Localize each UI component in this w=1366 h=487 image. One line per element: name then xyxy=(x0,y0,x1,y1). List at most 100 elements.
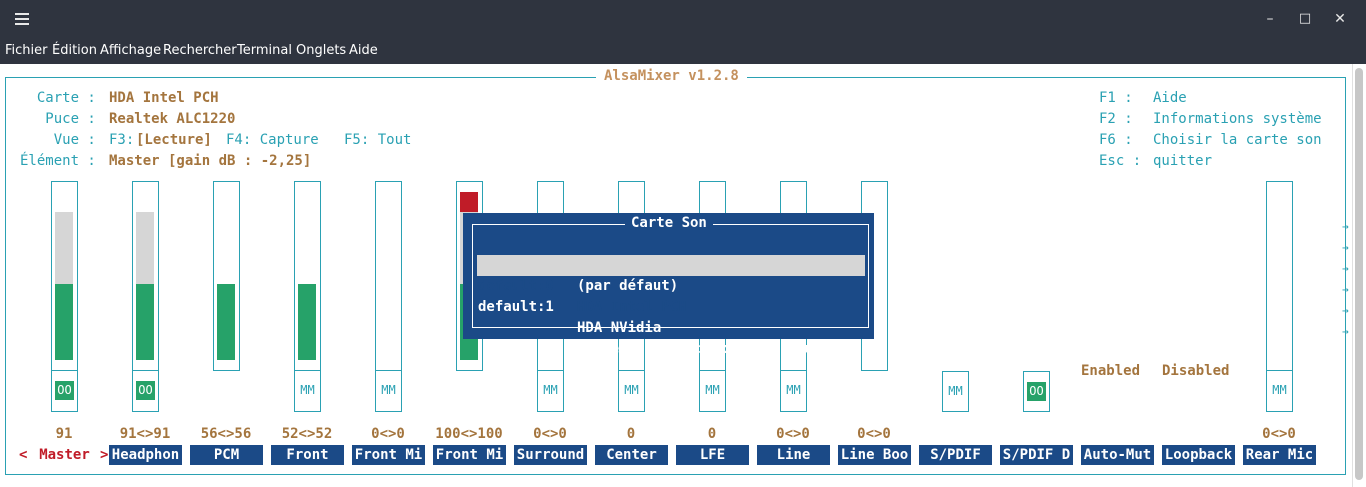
mute-switch[interactable]: MM xyxy=(942,371,969,412)
volume-bar[interactable] xyxy=(374,181,402,371)
mute-switch-state: MM xyxy=(786,383,801,397)
mute-switch[interactable]: MM xyxy=(1266,371,1293,412)
card-label: Carte : xyxy=(20,90,96,106)
enabled-label: Enabled xyxy=(1081,363,1141,379)
mute-switch[interactable]: MM xyxy=(294,371,321,412)
volume-value: 52<>52 xyxy=(281,426,333,442)
menu-onglets[interactable]: Onglets xyxy=(296,43,347,58)
control-label[interactable]: Line xyxy=(757,445,830,465)
control-label[interactable]: Surround xyxy=(514,445,587,465)
volume-bar[interactable] xyxy=(131,181,159,371)
volume-fill xyxy=(217,284,235,360)
volume-value: 100<>100 xyxy=(435,426,503,442)
volume-bar[interactable] xyxy=(212,181,240,371)
control-label[interactable]: Rear Mic xyxy=(1243,445,1316,465)
volume-value: 0 xyxy=(707,426,717,442)
view-others: F4: Capture F5: Tout xyxy=(226,132,412,148)
menu-terminal[interactable]: Terminal xyxy=(237,43,292,58)
mute-switch-state: MM xyxy=(624,383,639,397)
volume-value: 91<>91 xyxy=(119,426,171,442)
volume-fill-high xyxy=(136,212,154,284)
mute-switch[interactable]: MM xyxy=(618,371,645,412)
volume-value: 0<>0 xyxy=(533,426,567,442)
control-label[interactable]: Line Boo xyxy=(838,445,911,465)
control-label[interactable]: Master xyxy=(39,447,90,463)
mute-switch[interactable]: MM xyxy=(699,371,726,412)
volume-value: 91 xyxy=(55,426,73,442)
volume-fill xyxy=(55,284,73,360)
scrollbar-thumb[interactable] xyxy=(1355,68,1363,480)
card-option[interactable]: - (par défaut) xyxy=(477,234,865,294)
card-option-name: (par défaut) xyxy=(577,278,679,294)
chip-label: Puce : xyxy=(20,111,96,127)
volume-bar[interactable] xyxy=(1265,181,1293,371)
card-option-name: entrez le nom du périphérique... xyxy=(577,341,847,357)
control-label[interactable]: PCM xyxy=(190,445,263,465)
view-f3: F3: xyxy=(109,132,135,148)
scroll-right-arrow: → xyxy=(1342,241,1349,254)
control-label[interactable]: S/PDIF D xyxy=(1000,445,1073,465)
menu-rechercher[interactable]: Rechercher xyxy=(163,43,237,58)
view-label: Vue : xyxy=(20,132,96,148)
volume-value: 0<>0 xyxy=(1262,426,1296,442)
selection-left-marker: < xyxy=(19,447,28,463)
volume-fill-high xyxy=(55,212,73,284)
help-action: Choisir la carte son xyxy=(1153,132,1322,148)
card-option-custom[interactable]: entrez le nom du périphérique... xyxy=(477,297,865,357)
card-option-name: HDA NVidia xyxy=(577,320,662,336)
volume-fill xyxy=(136,284,154,360)
chip-value: Realtek ALC1220 xyxy=(109,111,236,127)
help-key: Esc : xyxy=(1099,153,1142,169)
maximize-icon[interactable]: □ xyxy=(1298,11,1312,26)
volume-value: 56<>56 xyxy=(200,426,252,442)
mute-switch-state: MM xyxy=(300,383,315,397)
element-value: Master [gain dB : -2,25] xyxy=(109,153,312,169)
mute-switch[interactable]: OO xyxy=(132,371,159,412)
card-option-selected[interactable]: default:0 HDA Intel PCH xyxy=(477,255,865,315)
mute-switch[interactable]: MM xyxy=(780,371,807,412)
menu-aide[interactable]: Aide xyxy=(349,43,378,58)
volume-bar[interactable] xyxy=(293,181,321,371)
card-value: HDA Intel PCH xyxy=(109,90,219,106)
control-label[interactable]: Auto-Mut xyxy=(1081,445,1154,465)
menu-affichage[interactable]: Affichage xyxy=(100,43,162,58)
menu-edition[interactable]: Édition xyxy=(52,43,97,58)
element-label: Élément : xyxy=(20,153,96,169)
close-icon[interactable]: ✕ xyxy=(1334,11,1346,27)
alsamixer-title: AlsaMixer v1.2.8 xyxy=(596,68,747,84)
control-label[interactable]: Front Mi xyxy=(352,445,425,465)
minimize-icon[interactable]: – xyxy=(1266,11,1274,27)
scroll-right-arrow: → xyxy=(1342,262,1349,275)
window-titlebar: – □ ✕ xyxy=(0,0,1366,38)
control-label[interactable]: Front xyxy=(271,445,344,465)
mute-switch[interactable]: OO xyxy=(1023,371,1050,412)
volume-value: 0<>0 xyxy=(857,426,891,442)
volume-value: 0<>0 xyxy=(776,426,810,442)
hamburger-icon[interactable] xyxy=(8,0,36,38)
control-label[interactable]: Center xyxy=(595,445,668,465)
mute-switch-state: OO xyxy=(55,381,74,400)
volume-bar[interactable] xyxy=(50,181,78,371)
mute-switch[interactable]: OO xyxy=(51,371,78,412)
card-option[interactable]: default:1 HDA NVidia xyxy=(477,276,865,336)
control-label[interactable]: S/PDIF xyxy=(919,445,992,465)
volume-value: 0<>0 xyxy=(371,426,405,442)
card-option-name: HDA Intel PCH xyxy=(577,299,687,315)
sound-card-dialog xyxy=(463,213,874,339)
control-label[interactable]: Headphon xyxy=(109,445,182,465)
help-key: F2 : xyxy=(1099,111,1133,127)
mute-switch[interactable]: MM xyxy=(537,371,564,412)
help-key: F1 : xyxy=(1099,90,1133,106)
sound-card-dialog-title: Carte Son xyxy=(625,213,713,234)
card-option-device: default:1 xyxy=(478,299,554,315)
menu-fichier[interactable]: Fichier xyxy=(5,43,48,58)
selection-right-marker: > xyxy=(100,447,109,463)
control-label[interactable]: Loopback xyxy=(1162,445,1235,465)
control-label[interactable]: LFE xyxy=(676,445,749,465)
mute-switch-state: OO xyxy=(136,381,155,400)
scroll-right-arrow: → xyxy=(1342,304,1349,317)
menubar: Fichier Édition Affichage Rechercher Ter… xyxy=(0,38,1366,64)
volume-fill-peak xyxy=(460,192,478,212)
mute-switch[interactable]: MM xyxy=(375,371,402,412)
control-label[interactable]: Front Mi xyxy=(433,445,506,465)
